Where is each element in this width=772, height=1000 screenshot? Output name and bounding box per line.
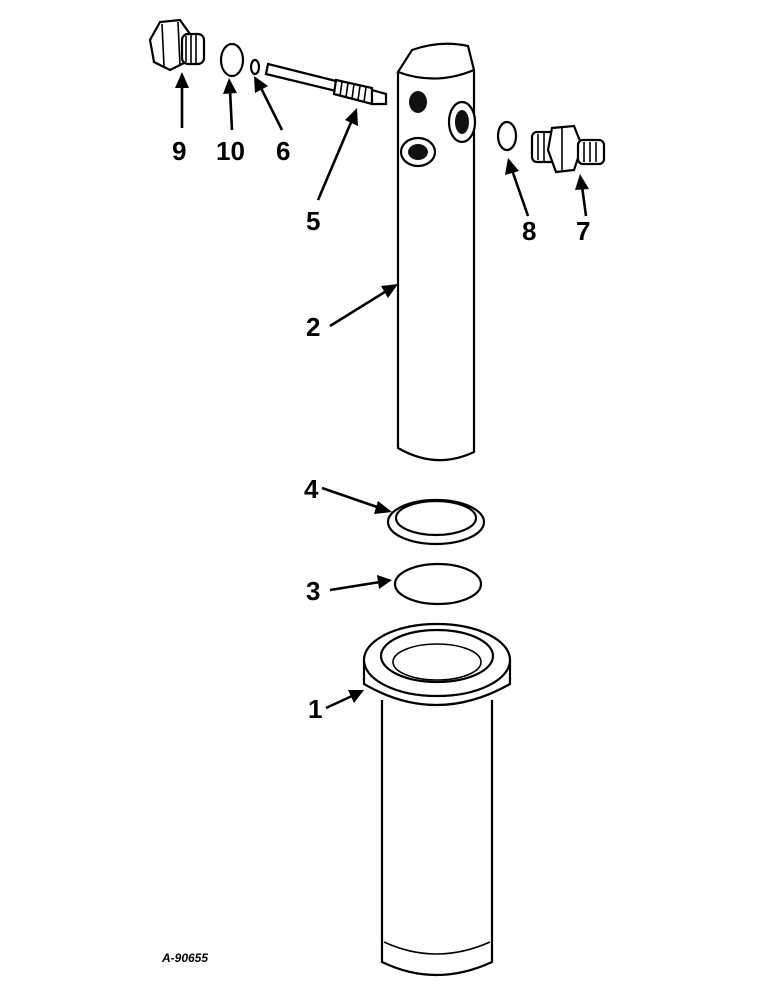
leader-7: [580, 185, 588, 217]
figure-id: A-90655: [161, 951, 208, 965]
part-6-washer: [249, 58, 261, 76]
part-1-cylinder-sleeve: [362, 622, 512, 976]
callout-5: 5: [306, 206, 320, 236]
callout-labels: 9 10 6 5 8 7 2 4 3 1: [172, 136, 590, 724]
part-8-o-ring: [496, 120, 518, 152]
leader-lines: [175, 72, 589, 710]
leader-6: [258, 85, 284, 131]
part-7-fitting: [530, 124, 606, 174]
leader-10: [228, 89, 234, 131]
part-5-valve-stem: [264, 62, 388, 106]
callout-10: 10: [216, 136, 245, 166]
callout-1: 1: [308, 694, 322, 724]
leader-8: [510, 169, 530, 217]
leader-1: [325, 694, 353, 710]
part-9-hex-plug: [148, 18, 206, 72]
callout-6: 6: [276, 136, 290, 166]
callout-4: 4: [304, 474, 319, 504]
leader-5: [316, 119, 354, 201]
callout-3: 3: [306, 576, 320, 606]
leader-2: [329, 288, 389, 328]
callout-2: 2: [306, 312, 320, 342]
callout-7: 7: [576, 216, 590, 246]
callout-9: 9: [172, 136, 186, 166]
part-10-o-ring: [219, 42, 245, 78]
part-3-o-ring: [393, 562, 483, 606]
leader-4: [321, 486, 381, 510]
leader-3: [329, 580, 381, 592]
part-2-valve-body: [396, 42, 477, 462]
callout-8: 8: [522, 216, 536, 246]
part-4-seal-ring: [386, 498, 486, 546]
